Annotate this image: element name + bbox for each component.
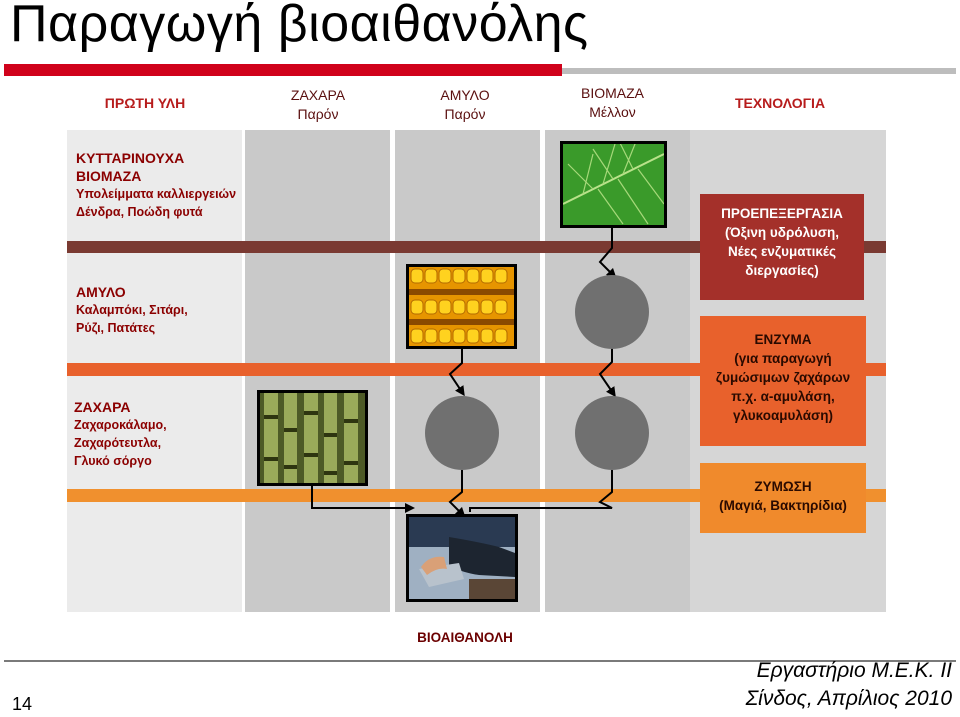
header-technology: ΤΕΧΝΟΛΟΓΙΑ (734, 95, 826, 111)
page-number: 14 (12, 694, 33, 714)
process-node-biomass-enzyme (575, 396, 649, 470)
feedstock-sugar-ex2: Ζαχαρότευτλα, (74, 436, 162, 450)
arrow-biomass-to-fuel (469, 470, 613, 512)
pretreatment-line3: διεργασίες) (745, 263, 819, 278)
arrow-circle1-to-circle2 (598, 347, 616, 398)
process-node-biomass-hydrolysis (575, 275, 649, 349)
fermentation-box: ΖΥΜΩΣΗ (Μαγιά, Βακτηρίδια) (700, 463, 866, 533)
title-rule (4, 64, 562, 76)
pretreatment-line1: (Όξινη υδρόλυση, (725, 225, 839, 240)
header-biomass-time: Μέλλον (589, 104, 636, 120)
header-starch-label: ΑΜΥΛΟ (440, 87, 490, 103)
sugarcane-image (257, 390, 368, 486)
header-sugar: ΖΑΧΑΡΑ Παρόν (268, 86, 368, 124)
header-starch: ΑΜΥΛΟ Παρόν (415, 86, 515, 124)
fermentation-band (67, 489, 886, 502)
product-label: ΒΙΟΑΙΘΑΝΟΛΗ (417, 630, 513, 645)
header-starch-time: Παρόν (444, 106, 486, 122)
feedstock-starch-ex2: Ρύζι, Πατάτες (76, 321, 156, 335)
title-rule-gray (562, 68, 956, 74)
footer-rule (4, 660, 956, 662)
footer-lab: Εργαστήριο Μ.Ε.Κ. ΙΙ (756, 659, 952, 682)
feedstock-starch-ex1: Καλαμπόκι, Σιτάρι, (76, 303, 188, 317)
green-leaf-image (560, 141, 667, 228)
footer-author-date: Σίνδος, Απρίλιος 2010 (745, 687, 952, 710)
enzymes-box: ΕΝΖΥΜΑ (για παραγωγή ζυμώσιμων ζαχάρων π… (700, 316, 866, 446)
arrow-starch-to-fuel (448, 470, 466, 518)
enzymes-line2: ζυμώσιμων ζαχάρων (715, 370, 851, 385)
header-biomass: ΒΙΟΜΑΖΑ Μέλλον (560, 84, 665, 122)
feedstock-sugar-ex1: Ζαχαροκάλαμο, (74, 418, 167, 432)
arrow-sugar-to-fuel (311, 484, 415, 513)
enzymes-line1: (για παραγωγή (734, 351, 832, 366)
leaf-icon (563, 144, 664, 225)
feedstock-cellulosic-title2: ΒΙΟΜΑΖΑ (76, 168, 142, 184)
pretreatment-line2: Νέες ενζυματικές (728, 244, 836, 259)
feedstock-cellulosic-ex2: Δένδρα, Ποώδη φυτά (76, 205, 203, 219)
header-sugar-label: ΖΑΧΑΡΑ (290, 87, 346, 103)
feedstock-sugar-ex3: Γλυκό σόργο (74, 454, 152, 468)
feedstock-starch: ΑΜΥΛΟ Καλαμπόκι, Σιτάρι, Ρύζι, Πατάτες (76, 283, 241, 337)
header-raw-material: ΠΡΩΤΗ ΥΛΗ (104, 95, 186, 111)
pretreatment-title: ΠΡΟΕΠΕΞΕΡΓΑΣΙΑ (721, 206, 843, 221)
fermentation-title: ΖΥΜΩΣΗ (754, 479, 812, 494)
slide-title: Παραγωγή βιοαιθανόλης (10, 0, 589, 53)
enzymes-line3: π.χ. α-αμυλάση, (731, 389, 835, 404)
feedstock-starch-title: ΑΜΥΛΟ (76, 284, 126, 300)
fuel-nozzle-image (406, 514, 518, 602)
header-sugar-time: Παρόν (297, 106, 339, 122)
enzymes-line4: γλυκοαμυλάση) (732, 408, 834, 423)
enzymes-title: ΕΝΖΥΜΑ (754, 332, 812, 347)
fuel-nozzle-icon (409, 517, 515, 599)
feedstock-cellulosic: ΚΥΤΤΑΡΙΝΟΥΧΑ ΒΙΟΜΑΖΑ Υπολείμματα καλλιερ… (76, 149, 246, 221)
feedstock-cellulosic-title: ΚΥΤΤΑΡΙΝΟΥΧΑ (76, 150, 185, 166)
feedstock-cellulosic-ex1: Υπολείμματα καλλιεργειών (76, 187, 237, 201)
pretreatment-box: ΠΡΟΕΠΕΞΕΡΓΑΣΙΑ (Όξινη υδρόλυση, Νέες ενζ… (700, 194, 864, 300)
process-node-starch-enzyme (425, 396, 499, 470)
pretreatment-band (67, 241, 886, 253)
feedstock-sugar-title: ΖΑΧΑΡΑ (74, 399, 131, 415)
enzyme-band (67, 363, 886, 376)
corn-image (406, 264, 517, 349)
arrow-leaf-to-circle1 (598, 228, 617, 279)
feedstock-sugar: ΖΑΧΑΡΑ Ζαχαροκάλαμο, Ζαχαρότευτλα, Γλυκό… (74, 398, 239, 470)
arrow-corn-to-circle (448, 348, 465, 397)
corn-icon (409, 267, 514, 346)
fermentation-line1: (Μαγιά, Βακτηρίδια) (719, 498, 847, 513)
sugarcane-icon (260, 393, 365, 483)
header-biomass-label: ΒΙΟΜΑΖΑ (580, 85, 644, 101)
